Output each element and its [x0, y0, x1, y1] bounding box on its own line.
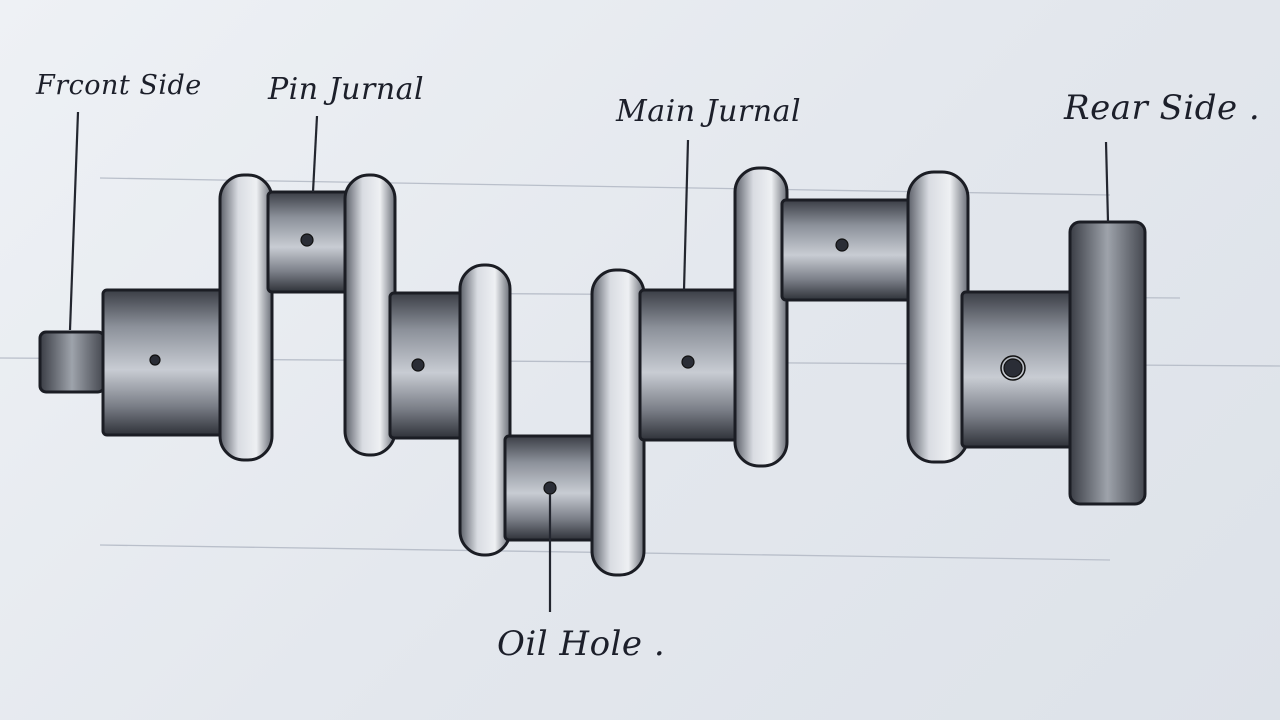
rear-side-label: Rear Side . — [1064, 88, 1261, 128]
oil-hole-dot — [411, 358, 425, 372]
oil-hole-label: Oil Hole . — [497, 624, 666, 664]
oil-hole-dot — [149, 354, 161, 366]
front-stub — [38, 330, 106, 394]
crank-web — [733, 166, 789, 468]
main-journal-leader — [682, 139, 690, 291]
front-side-label: Frcont Side — [36, 70, 202, 101]
crank-web — [458, 263, 512, 557]
oil-hole-dot — [835, 238, 849, 252]
rear-flange — [1068, 220, 1147, 506]
pin-journal-label: Pin Jurnal — [268, 72, 425, 107]
oil-hole-dot — [543, 481, 557, 495]
pin-journal-leader — [311, 115, 319, 193]
rear-side-leader — [1104, 141, 1110, 223]
oil-hole-dot — [681, 355, 695, 369]
crank-web — [590, 268, 646, 577]
crank-web — [906, 170, 970, 464]
crank-web — [343, 173, 397, 457]
crank-web — [218, 173, 274, 462]
front-side-leader — [68, 111, 80, 331]
oil-hole-dot — [300, 233, 314, 247]
front-main-journal — [101, 288, 230, 437]
main-journal-2 — [388, 291, 470, 440]
oil-hole-dot — [1003, 358, 1023, 378]
oil-hole-ring — [1000, 355, 1026, 381]
pin-journal-3 — [780, 198, 916, 302]
main-journal-label: Main Jurnal — [616, 94, 802, 129]
